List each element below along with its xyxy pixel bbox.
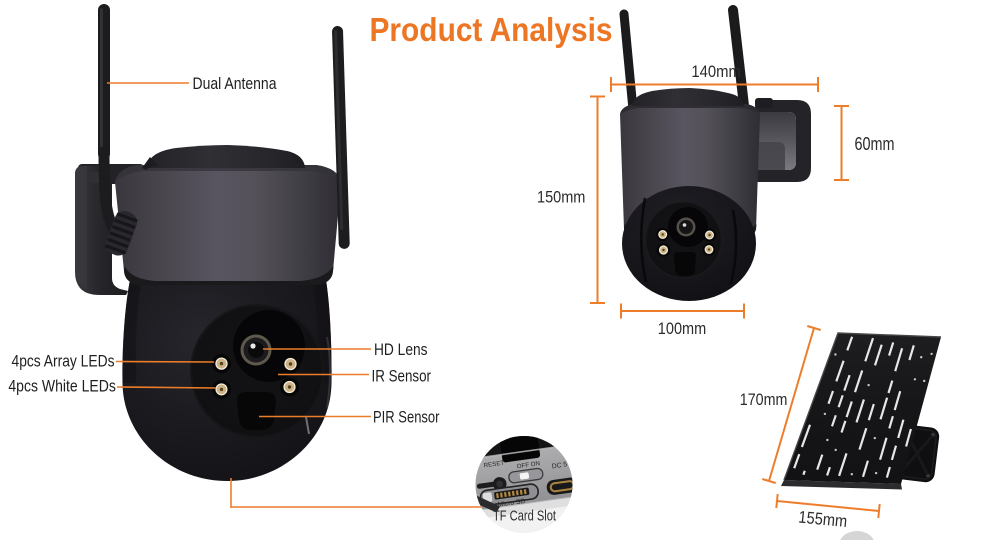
svg-text:OFF ON: OFF ON xyxy=(516,460,540,470)
svg-text:155mm: 155mm xyxy=(798,507,848,531)
svg-text:170mm: 170mm xyxy=(740,390,788,409)
svg-text:4pcs Array LEDs: 4pcs Array LEDs xyxy=(12,352,115,370)
svg-text:Dual Antenna: Dual Antenna xyxy=(193,75,278,93)
svg-text:4pcs White LEDs: 4pcs White LEDs xyxy=(8,378,116,396)
svg-text:150mm: 150mm xyxy=(537,187,585,206)
svg-text:IR Sensor: IR Sensor xyxy=(372,367,432,385)
svg-text:TF Card Slot: TF Card Slot xyxy=(493,508,556,524)
svg-text:140mm: 140mm xyxy=(691,62,741,81)
svg-text:DC 5V: DC 5V xyxy=(551,461,572,471)
svg-text:HD Lens: HD Lens xyxy=(374,341,428,359)
svg-text:RESET: RESET xyxy=(483,460,505,470)
svg-text:Product Analysis: Product Analysis xyxy=(370,11,613,48)
svg-text:Micro SD: Micro SD xyxy=(497,498,526,509)
svg-text:100mm: 100mm xyxy=(658,319,706,338)
svg-text:60mm: 60mm xyxy=(855,134,895,154)
svg-text:PIR Sensor: PIR Sensor xyxy=(373,408,440,426)
